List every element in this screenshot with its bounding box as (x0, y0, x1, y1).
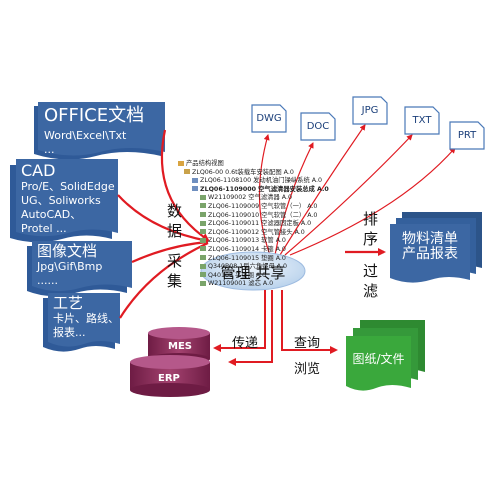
tree-row[interactable]: ZLQ06-1109010 空气软管（二） A.0 (178, 212, 353, 221)
tree-row[interactable]: ZLQ06-1109013 软管 A.0 (178, 237, 353, 246)
tree-row[interactable]: ZLQ06-1109011 空滤器固定板 A.0 (178, 220, 353, 229)
image-doc-title: 图像文档 (37, 242, 98, 260)
format-doc: DOC (306, 121, 330, 132)
image-doc-line: ...... (37, 273, 58, 287)
craft-doc-shape (43, 293, 120, 352)
output-arrows (213, 290, 338, 366)
bom-doc: 物料清单 产品报表 (390, 231, 470, 263)
office-doc: OFFICE文档 Word\Excel\Txt ... (44, 106, 144, 157)
tree-row[interactable]: W21109002 空气滤清器 A.0 (178, 194, 353, 203)
erp-cylinder (130, 355, 210, 397)
image-doc-line: Jpg\Gif\Bmp (37, 259, 103, 273)
label-filter-2: 滤 (363, 282, 379, 300)
tree-row[interactable]: Q40108 平垫圈 A.0 (178, 272, 353, 281)
mes-label: MES (168, 341, 192, 352)
format-links (258, 124, 456, 256)
center-oval (200, 251, 306, 291)
label-collect-3: 采 (167, 252, 183, 270)
product-structure-tree: 产品结构视图 ZLQ06-00 0.6t装载车安装配图 A.0 ZLQ06-11… (178, 160, 353, 289)
craft-doc: 工艺 卡片、路线、 报表... (53, 295, 119, 340)
drawings-stack (346, 320, 425, 391)
bom-line: 物料清单 (402, 231, 458, 247)
label-browse: 浏览 (294, 362, 321, 377)
drawings-doc: 图纸/文件 (346, 352, 411, 366)
format-txt: TXT (412, 115, 432, 126)
label-transfer: 传递 (232, 336, 259, 351)
tree-row[interactable]: ZLQ06-1109000 空气滤清器安装总成 A.0 (178, 186, 353, 195)
label-filter-1: 过 (363, 262, 379, 280)
format-dwg: DWG (256, 113, 282, 124)
cad-doc-line: UG、Soliworks (21, 193, 101, 207)
bom-doc-stack (390, 212, 482, 283)
office-doc-shape (34, 102, 165, 160)
drawings-label: 图纸/文件 (352, 352, 405, 366)
center-label: 管理 共享 (220, 264, 286, 282)
label-query: 查询 (294, 336, 321, 351)
craft-doc-title: 工艺 (53, 294, 84, 312)
craft-doc-line: 卡片、路线、 (53, 311, 119, 325)
cad-doc-title: CAD (21, 161, 56, 180)
office-doc-line: ... (44, 142, 55, 156)
cad-doc-shape (10, 159, 118, 243)
tree-row[interactable]: ZLQ06-1109015 垫圈 A.0 (178, 255, 353, 264)
erp-label: ERP (158, 373, 180, 384)
label-sort-2: 序 (363, 230, 379, 248)
tree-row[interactable]: ZLQ06-1109009 空气软管（一） A.0 (178, 203, 353, 212)
label-collect-4: 集 (167, 272, 183, 290)
format-jpg: JPG (361, 105, 379, 116)
label-collect-1: 数 (167, 202, 183, 220)
tree-row[interactable]: ZLQ06-1108100 发动机油门操纵系统 A.0 (178, 177, 353, 186)
cad-doc: CAD Pro/E、SolidEdge UG、Soliworks AutoCAD… (21, 162, 115, 236)
office-doc-line: Word\Excel\Txt (44, 128, 127, 142)
label-sort-1: 排 (363, 210, 379, 228)
image-doc-shape (27, 241, 132, 297)
label-collect-2: 据 (167, 222, 183, 240)
bom-line: 产品报表 (402, 246, 458, 263)
cad-doc-line: AutoCAD、 (21, 207, 82, 221)
image-doc: 图像文档 Jpg\Gif\Bmp ...... (37, 243, 102, 288)
tree-row[interactable]: 产品结构视图 (178, 160, 353, 169)
office-doc-title: OFFICE文档 (44, 105, 145, 126)
tree-row[interactable]: Q340B08 1型六角螺母 A.0 (178, 263, 353, 272)
craft-doc-line: 报表... (53, 325, 86, 339)
tree-row[interactable]: ZLQ06-1109014 卡箍 A.0 (178, 246, 353, 255)
tree-row[interactable]: ZLQ06-1109012 空气管接头 A.0 (178, 229, 353, 238)
tree-row[interactable]: W21109001 滤芯 A.0 (178, 280, 353, 289)
format-icons (251, 96, 485, 150)
cad-doc-line: Protel ... (21, 221, 67, 235)
cad-doc-line: Pro/E、SolidEdge (21, 179, 115, 193)
format-prt: PRT (457, 130, 477, 141)
tree-row[interactable]: ZLQ06-00 0.6t装载车安装配图 A.0 (178, 169, 353, 178)
